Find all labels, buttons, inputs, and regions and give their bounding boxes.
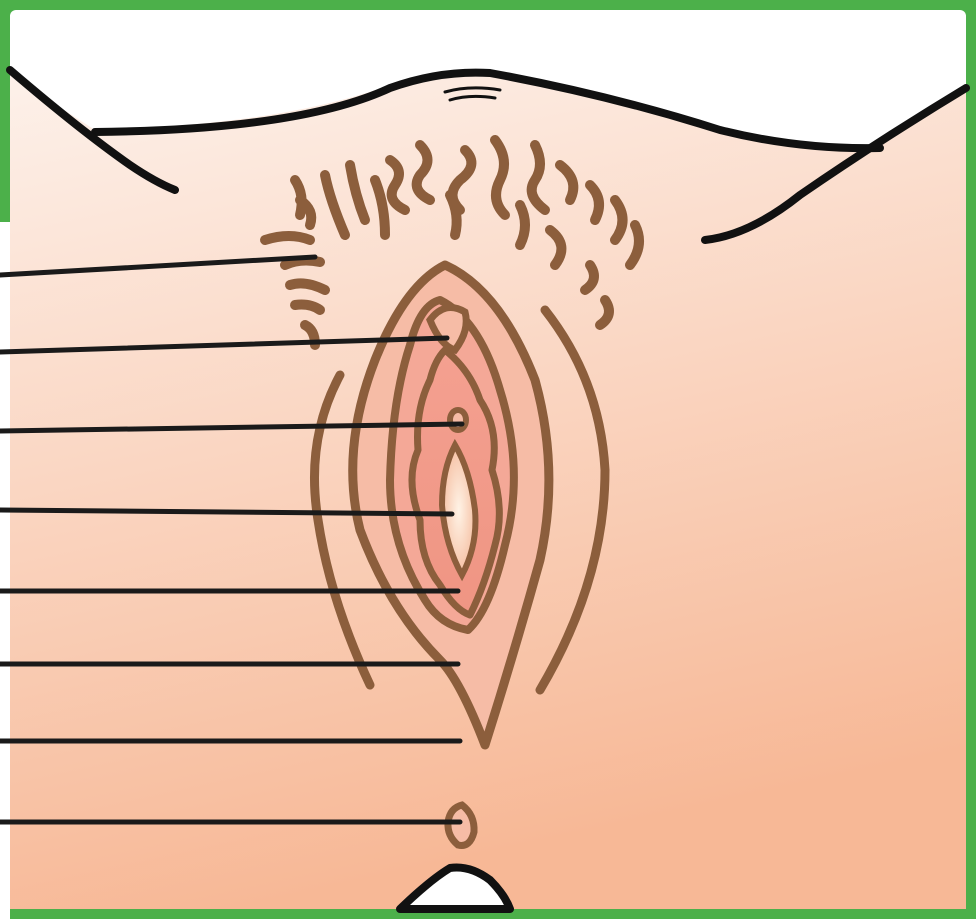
small-ring <box>448 805 474 845</box>
frame-gap <box>0 222 10 919</box>
small-node <box>450 410 466 430</box>
